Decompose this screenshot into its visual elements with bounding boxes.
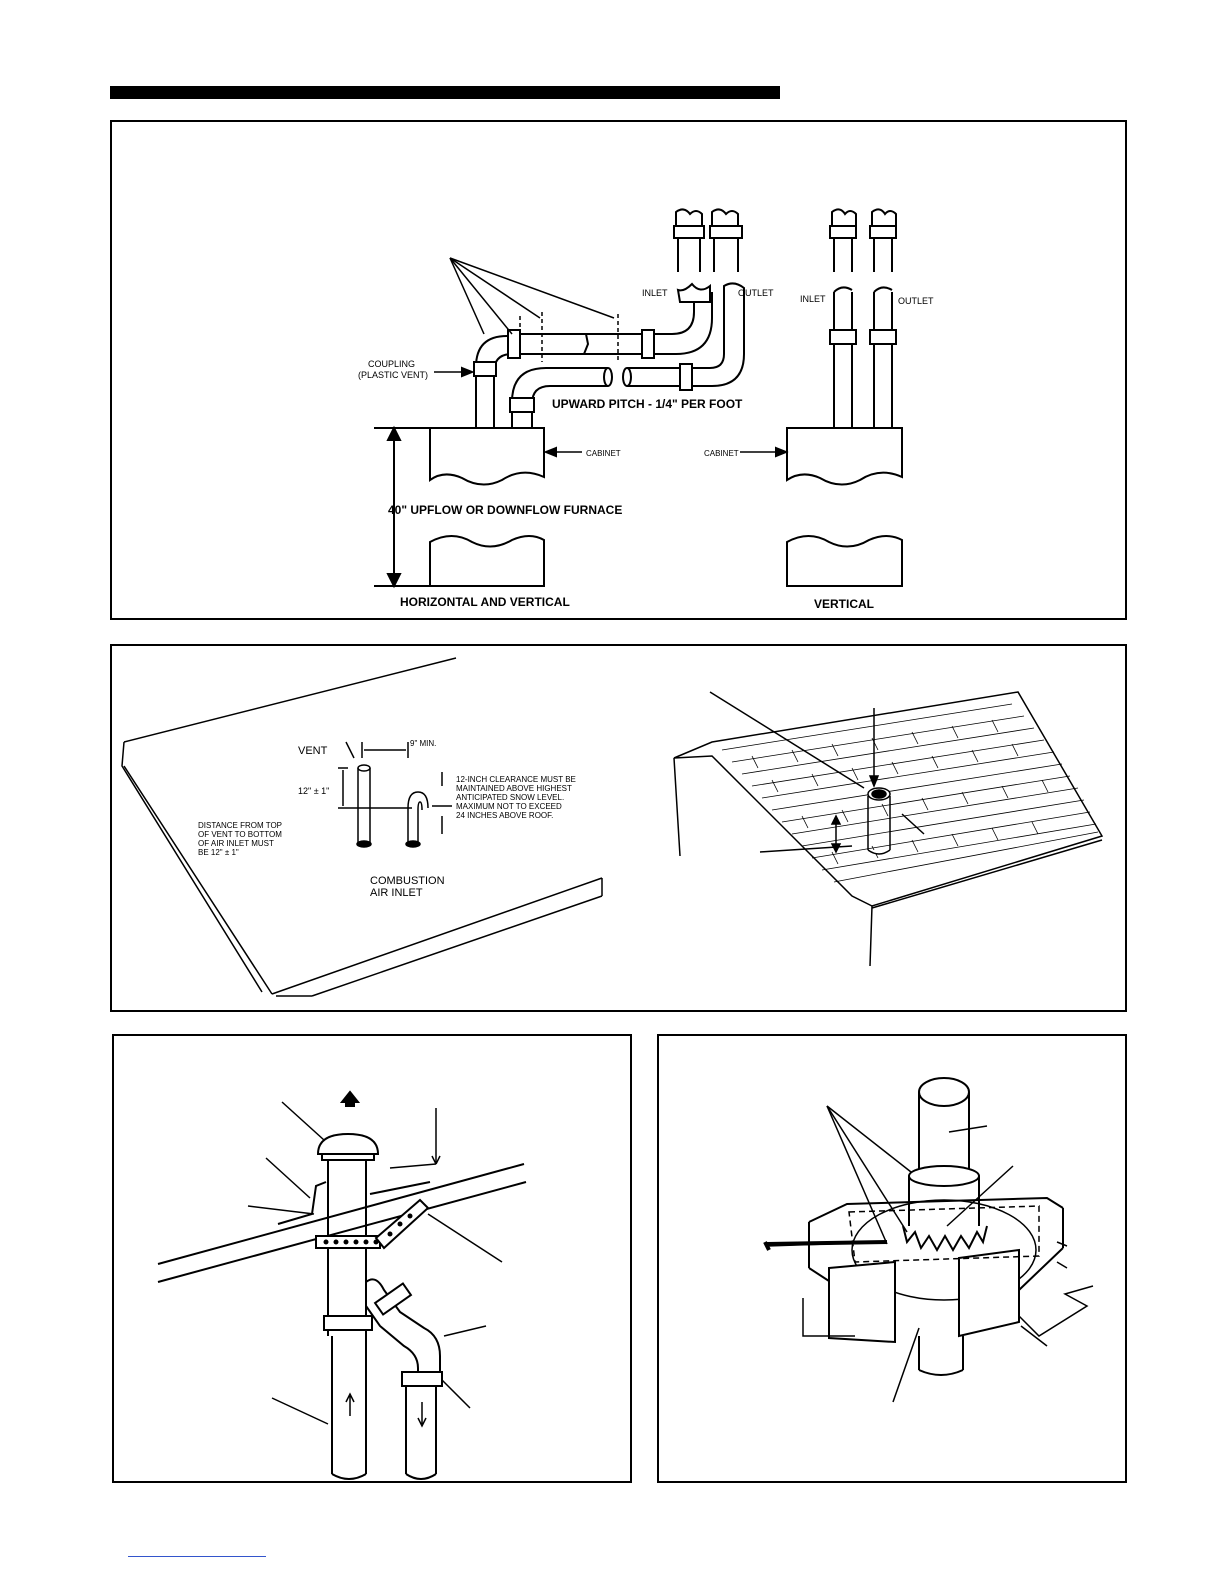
roof-termination-svg: VENT 9" MIN. 12" ± 1" 12-INCH CLEARANCE …	[121, 657, 1104, 997]
combustion-air-branch	[365, 1278, 441, 1374]
roof-vent-pipe	[867, 796, 891, 855]
height-label: 12" ± 1"	[298, 786, 329, 796]
roof-plane-left	[121, 657, 603, 997]
up-arrow-icon	[339, 1090, 361, 1107]
roof-flashing	[277, 1181, 431, 1225]
caption-horizontal-vertical: HORIZONTAL AND VERTICAL	[400, 595, 570, 609]
distance-line: OF AIR INLET MUST	[198, 839, 274, 848]
figure-venting-configurations: COUPLING (PLASTIC VENT) INLET OUTLET INL…	[110, 120, 1127, 620]
header-rule	[110, 86, 780, 99]
caption-vertical: VERTICAL	[814, 597, 874, 611]
cabinet-left-bottom	[429, 535, 545, 587]
coupling-plastic-vent	[473, 361, 497, 377]
combustion-label-2: AIR INLET	[370, 887, 423, 899]
vent-pipe	[357, 768, 371, 844]
inlet-label-left: INLET	[642, 288, 668, 298]
distance-line: DISTANCE FROM TOP	[198, 821, 282, 830]
vertical-outlet-pipe	[873, 292, 893, 428]
clearance-line: MAXIMUM NOT TO EXCEED	[456, 802, 562, 811]
outlet-label-right: OUTLET	[898, 296, 934, 306]
main-vent-pipe	[327, 1160, 367, 1304]
concentric-vent-svg	[157, 1090, 527, 1480]
vent-pipe-upper	[918, 1092, 970, 1176]
roof-penetration-svg	[763, 1077, 1094, 1403]
cabinet-right-top	[786, 427, 903, 486]
distance-line: OF VENT TO BOTTOM	[198, 830, 282, 839]
callout-leaders	[247, 1101, 503, 1425]
clearance-note: 12-INCH CLEARANCE MUST BE MAINTAINED ABO…	[456, 775, 576, 820]
inlet-riser-pipe	[475, 335, 513, 428]
figure-roof-termination: VENT 9" MIN. 12" ± 1" 12-INCH CLEARANCE …	[110, 644, 1127, 1012]
cabinet-right-bottom	[786, 535, 903, 587]
combustion-label-1: COMBUSTION	[370, 875, 445, 887]
inlet-label-right: INLET	[800, 294, 826, 304]
venting-diagram-svg: COUPLING (PLASTIC VENT) INLET OUTLET INL…	[358, 208, 934, 611]
clearance-line: MAINTAINED ABOVE HIGHEST	[456, 784, 572, 793]
footer-link-underline	[128, 1556, 266, 1557]
cut-line-pointers	[449, 257, 615, 335]
cabinet-left-top	[429, 427, 545, 486]
shingle-roof-outline	[673, 691, 1104, 907]
vent-cap	[316, 1132, 380, 1155]
outlet-label-left: OUTLET	[738, 288, 774, 298]
vertical-inlet-pipe	[833, 292, 853, 428]
sealant-ring	[902, 1225, 988, 1253]
clearance-line: ANTICIPATED SNOW LEVEL.	[456, 793, 564, 802]
vent-label: VENT	[298, 745, 328, 757]
clearance-line: 12-INCH CLEARANCE MUST BE	[456, 775, 576, 784]
coupling-label-2: (PLASTIC VENT)	[358, 370, 428, 380]
cabinet-label-right: CABINET	[704, 449, 739, 458]
roof-line	[157, 1163, 527, 1283]
coupling-label-1: COUPLING	[368, 359, 415, 369]
combustion-air-inlet-pipe	[407, 791, 429, 844]
distance-line: BE 12" ± 1"	[198, 848, 239, 857]
figure-roof-penetration-detail	[657, 1034, 1127, 1483]
pitch-label: UPWARD PITCH - 1/4" PER FOOT	[552, 397, 743, 411]
min-distance-label: 9" MIN.	[410, 739, 436, 748]
furnace-label: 40" UPFLOW OR DOWNFLOW FURNACE	[388, 503, 622, 517]
figure-concentric-vent-kit	[112, 1034, 632, 1483]
distance-note: DISTANCE FROM TOP OF VENT TO BOTTOM OF A…	[198, 821, 282, 857]
shingle-rows	[721, 703, 1099, 883]
clearance-line: 24 INCHES ABOVE ROOF.	[456, 811, 553, 820]
flashing-ellipse	[851, 1199, 1037, 1301]
cabinet-label-left: CABINET	[586, 449, 621, 458]
